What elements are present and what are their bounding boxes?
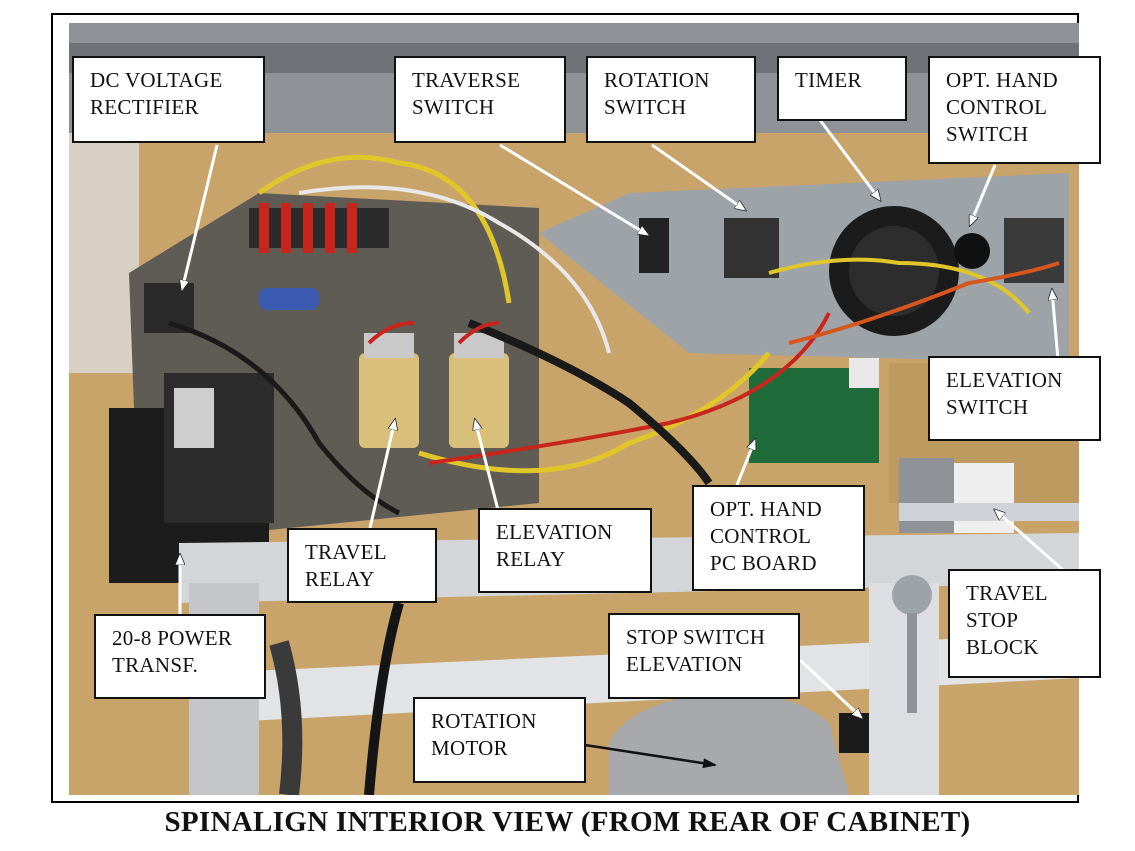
label-rotation-switch: ROTATION SWITCH xyxy=(586,56,756,143)
label-traverse-switch: TRAVERSE SWITCH xyxy=(394,56,566,143)
arrow-timer xyxy=(818,119,880,200)
label-elevation-switch: ELEVATION SWITCH xyxy=(928,356,1101,441)
label-travel-relay: TRAVEL RELAY xyxy=(287,528,437,603)
label-opt-hand-control-pc-board: OPT. HAND CONTROL PC BOARD xyxy=(692,485,865,591)
figure-caption: SPINALIGN INTERIOR VIEW (FROM REAR OF CA… xyxy=(164,806,971,838)
arrow-stop-switch-elevation xyxy=(798,658,862,718)
arrow-opt-hand-control-switch xyxy=(968,164,997,225)
arrow-opt-hand-control-pc-board xyxy=(735,440,757,486)
arrow-elevation-relay xyxy=(475,420,500,511)
arrow-elevation-switch xyxy=(1052,290,1060,361)
label-elevation-relay: ELEVATION RELAY xyxy=(478,508,652,593)
label-travel-stop-block: TRAVEL STOP BLOCK xyxy=(948,569,1101,678)
arrow-travel-stop-block xyxy=(995,510,1064,572)
label-dc-voltage-rectifier: DC VOLTAGE RECTIFIER xyxy=(72,56,265,143)
label-stop-switch-elevation: STOP SWITCH ELEVATION xyxy=(608,613,800,699)
arrow-rotation-motor xyxy=(584,743,717,769)
arrow-traverse-switch xyxy=(499,143,648,235)
label-timer: TIMER xyxy=(777,56,907,121)
label-power-transformer: 20-8 POWER TRANSF. xyxy=(94,614,266,699)
arrow-dc-voltage-rectifier xyxy=(182,144,219,290)
label-opt-hand-control-switch: OPT. HAND CONTROL SWITCH xyxy=(928,56,1101,164)
arrow-rotation-switch xyxy=(651,143,745,210)
label-rotation-motor: ROTATION MOTOR xyxy=(413,697,586,783)
arrow-travel-relay xyxy=(368,420,395,529)
